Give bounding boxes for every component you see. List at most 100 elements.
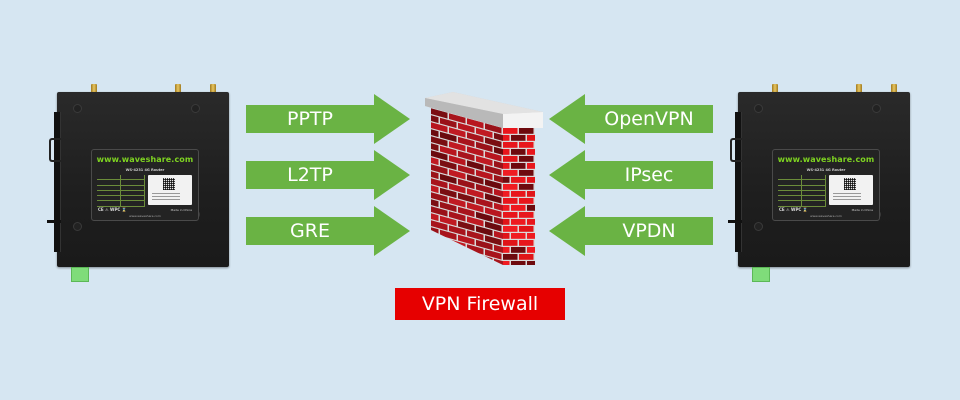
brick bbox=[431, 150, 448, 161]
brick bbox=[535, 170, 550, 176]
brand-url: www.waveshare.com bbox=[777, 155, 875, 164]
brick bbox=[423, 201, 430, 211]
spec-table bbox=[97, 175, 145, 207]
brick bbox=[519, 156, 534, 162]
brick bbox=[458, 220, 475, 232]
brick bbox=[503, 205, 510, 211]
device-label: www.waveshare.com WS-4231 4G Router CE ⚠… bbox=[91, 149, 199, 221]
brick bbox=[431, 252, 439, 264]
brick bbox=[423, 187, 430, 197]
brick bbox=[519, 128, 534, 134]
brick bbox=[467, 216, 484, 227]
vpn-firewall-banner: VPN Firewall bbox=[395, 288, 565, 320]
brick bbox=[535, 212, 550, 218]
brick bbox=[423, 229, 430, 239]
brick bbox=[519, 240, 534, 246]
brick bbox=[449, 253, 466, 264]
brick bbox=[423, 145, 430, 155]
device-label: www.waveshare.com WS-4231 4G Router CE ⚠… bbox=[772, 149, 880, 221]
brick bbox=[476, 197, 493, 209]
brick bbox=[431, 112, 439, 124]
footer-url: www.waveshare.com bbox=[129, 214, 161, 218]
brick bbox=[527, 149, 535, 155]
brick bbox=[423, 243, 430, 253]
brick bbox=[494, 174, 503, 186]
antenna-icon bbox=[91, 84, 97, 93]
screw-icon bbox=[872, 104, 881, 113]
brick bbox=[449, 211, 466, 222]
brick bbox=[485, 123, 502, 134]
brick bbox=[494, 216, 503, 228]
antenna-icon bbox=[210, 84, 216, 93]
brick bbox=[449, 183, 466, 194]
screw-icon bbox=[754, 104, 763, 113]
brick bbox=[535, 142, 550, 148]
brick bbox=[494, 188, 503, 200]
protocol-label: GRE bbox=[290, 220, 330, 242]
brick bbox=[431, 220, 448, 231]
brick bbox=[503, 191, 510, 197]
brick bbox=[485, 165, 502, 176]
brick bbox=[485, 193, 502, 204]
brick bbox=[511, 149, 526, 155]
made-in: Made in China bbox=[170, 208, 192, 212]
brick bbox=[449, 113, 466, 124]
brick bbox=[494, 132, 503, 144]
certification-marks: CE ⚠ WPC ⌛ bbox=[779, 207, 808, 212]
brick bbox=[511, 261, 526, 265]
protocol-label: IPsec bbox=[624, 164, 674, 186]
brick bbox=[527, 163, 535, 169]
brick bbox=[503, 135, 510, 141]
brick bbox=[440, 243, 457, 255]
brick bbox=[535, 156, 550, 162]
protocol-arrow-openvpn: OpenVPN bbox=[549, 94, 713, 144]
brick bbox=[476, 239, 493, 251]
brick bbox=[431, 178, 448, 189]
brick bbox=[485, 263, 502, 265]
brick bbox=[467, 118, 484, 129]
brick bbox=[476, 268, 493, 270]
brick bbox=[535, 226, 550, 232]
brick bbox=[458, 150, 475, 162]
brick bbox=[503, 170, 518, 176]
brick bbox=[431, 108, 448, 119]
brick bbox=[503, 198, 518, 204]
brick bbox=[423, 215, 430, 225]
wall-side-face bbox=[503, 128, 550, 265]
brick bbox=[503, 268, 520, 270]
brick bbox=[527, 261, 535, 265]
brick bbox=[423, 131, 430, 141]
brick bbox=[440, 229, 457, 241]
brick bbox=[511, 177, 526, 183]
brick bbox=[535, 198, 550, 204]
brick bbox=[431, 192, 448, 203]
protocol-label: OpenVPN bbox=[604, 108, 694, 130]
brick bbox=[476, 183, 493, 195]
brick bbox=[527, 205, 535, 211]
brick bbox=[431, 248, 448, 259]
brick bbox=[476, 155, 493, 167]
screw-icon bbox=[191, 104, 200, 113]
brick bbox=[485, 235, 502, 246]
brick bbox=[535, 254, 550, 260]
brick bbox=[494, 244, 503, 256]
brick bbox=[535, 128, 550, 134]
brick bbox=[423, 117, 430, 127]
brick bbox=[431, 122, 448, 133]
brick bbox=[485, 249, 502, 260]
brick bbox=[423, 173, 430, 183]
router-body: www.waveshare.com WS-4231 4G Router CE ⚠… bbox=[47, 92, 229, 267]
brick bbox=[458, 178, 475, 190]
brick bbox=[467, 188, 484, 199]
brick bbox=[527, 135, 535, 141]
brick bbox=[458, 234, 475, 246]
protocol-arrow-gre: GRE bbox=[246, 206, 410, 256]
brick bbox=[519, 142, 534, 148]
brick bbox=[476, 211, 493, 223]
brick bbox=[467, 202, 484, 213]
brick bbox=[511, 219, 526, 225]
brick bbox=[431, 154, 439, 166]
qr-panel bbox=[148, 175, 192, 205]
brick bbox=[519, 212, 534, 218]
brick bbox=[467, 160, 484, 171]
